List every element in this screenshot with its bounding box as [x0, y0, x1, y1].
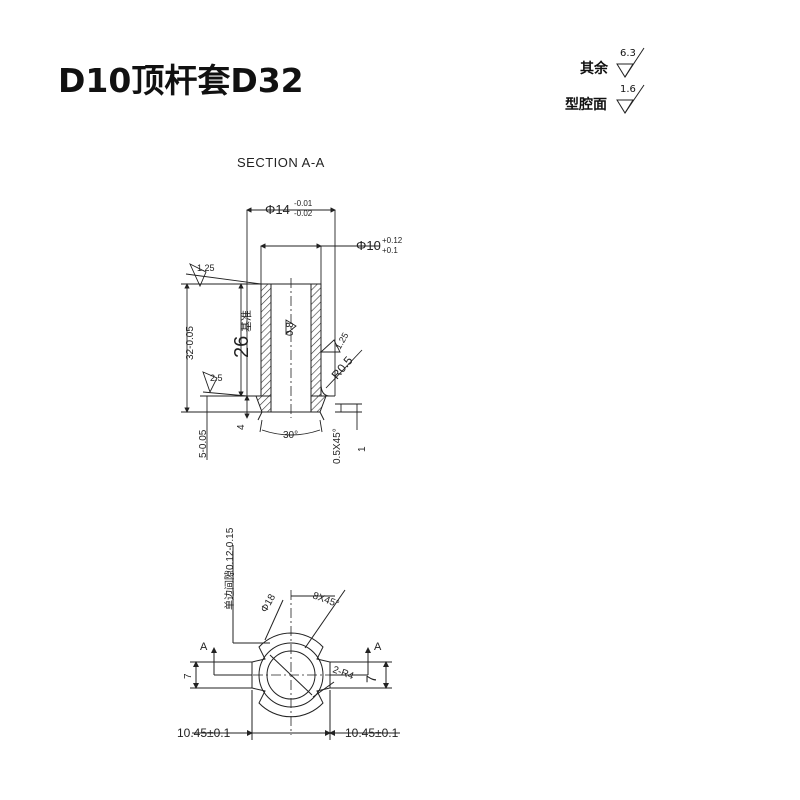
legend-label-other: 其余 — [580, 61, 608, 77]
offset-left-label: 10.45±0.1 — [177, 726, 231, 740]
plan-view: 单边间隙0.12-0.15 Φ18 8X45° 2-R4 A A 7 7 10.… — [177, 527, 400, 740]
right-dim-label: 1 — [357, 446, 368, 452]
outer-tol-upper: -0.01 — [294, 199, 313, 208]
width-right-label: 7 — [363, 675, 379, 683]
height-bore-note: 基准 — [240, 310, 253, 332]
legend-roughness-cavity: 1.6 — [620, 84, 636, 95]
rough-bore-label: 0.8 — [285, 322, 296, 336]
section-mark-left: A — [200, 641, 208, 653]
inner-tol-lower: +0.1 — [382, 246, 398, 255]
legend-roughness-symbols — [616, 47, 645, 114]
inner-diameter-label: Φ10 — [356, 238, 381, 253]
chamfer-count-label: 8X45° — [311, 590, 340, 610]
clearance-label: 单边间隙0.12-0.15 — [223, 527, 236, 610]
width-left-label: 7 — [183, 673, 194, 679]
offset-right-label: 10.45±0.1 — [345, 726, 399, 740]
radius-label: 2-R4 — [331, 664, 356, 682]
page-title: D10顶杆套D32 — [58, 61, 304, 100]
section-caption: SECTION A-A — [237, 155, 325, 170]
legend-label-cavity: 型腔面 — [565, 97, 607, 113]
section-view: SECTION A-A — [181, 155, 403, 464]
height-bore-label: 26 — [231, 336, 253, 358]
rough-side-label: 1.25 — [333, 331, 350, 351]
rough-step-label: 2.5 — [210, 373, 223, 383]
legend-roughness-other: 6.3 — [620, 48, 636, 59]
outer-diameter-label: Φ14 — [265, 202, 290, 217]
angle-label: 30° — [283, 430, 298, 441]
head-total-label: 5-0.05 — [198, 429, 209, 458]
section-mark-right: A — [374, 641, 382, 653]
head-height-label: 4 — [236, 424, 247, 430]
height-total-label: 32-0.05 — [185, 326, 196, 360]
right-wall-hatch — [310, 283, 322, 397]
outer-tol-lower: -0.02 — [294, 209, 313, 218]
head-right-hatch — [310, 395, 327, 413]
chamfer-label: 0.5X45° — [332, 428, 343, 464]
rough-top-label: 1.25 — [197, 263, 215, 273]
fillet-label: R0.5 — [329, 353, 356, 382]
head-left-hatch — [255, 395, 272, 413]
flat-diameter-label: Φ18 — [259, 592, 278, 614]
left-wall-hatch — [260, 283, 272, 397]
inner-tol-upper: +0.12 — [382, 236, 403, 245]
